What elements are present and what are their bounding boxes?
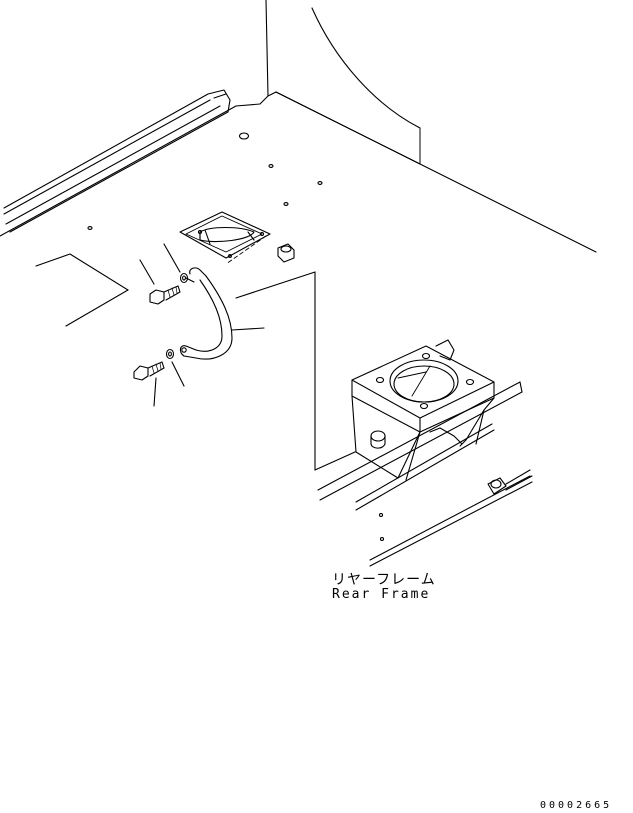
access-cover — [179, 211, 271, 265]
bracket-housing — [351, 339, 495, 481]
rear-frame-beams — [317, 381, 533, 567]
floor-plate — [0, 91, 597, 471]
drawing-number: 00002665 — [540, 800, 613, 811]
pin-rod — [487, 469, 533, 495]
floor-holes — [87, 132, 323, 230]
spacer-nut — [277, 243, 295, 263]
ground-cable — [179, 267, 265, 360]
left-rail — [3, 89, 231, 233]
rear-frame-label-jp: リヤーフレーム — [332, 572, 436, 588]
rear-frame-label-en: Rear Frame — [332, 587, 431, 602]
upper-bolt — [139, 243, 189, 305]
lower-bolt — [133, 348, 185, 407]
cab-wall — [235, 0, 421, 165]
